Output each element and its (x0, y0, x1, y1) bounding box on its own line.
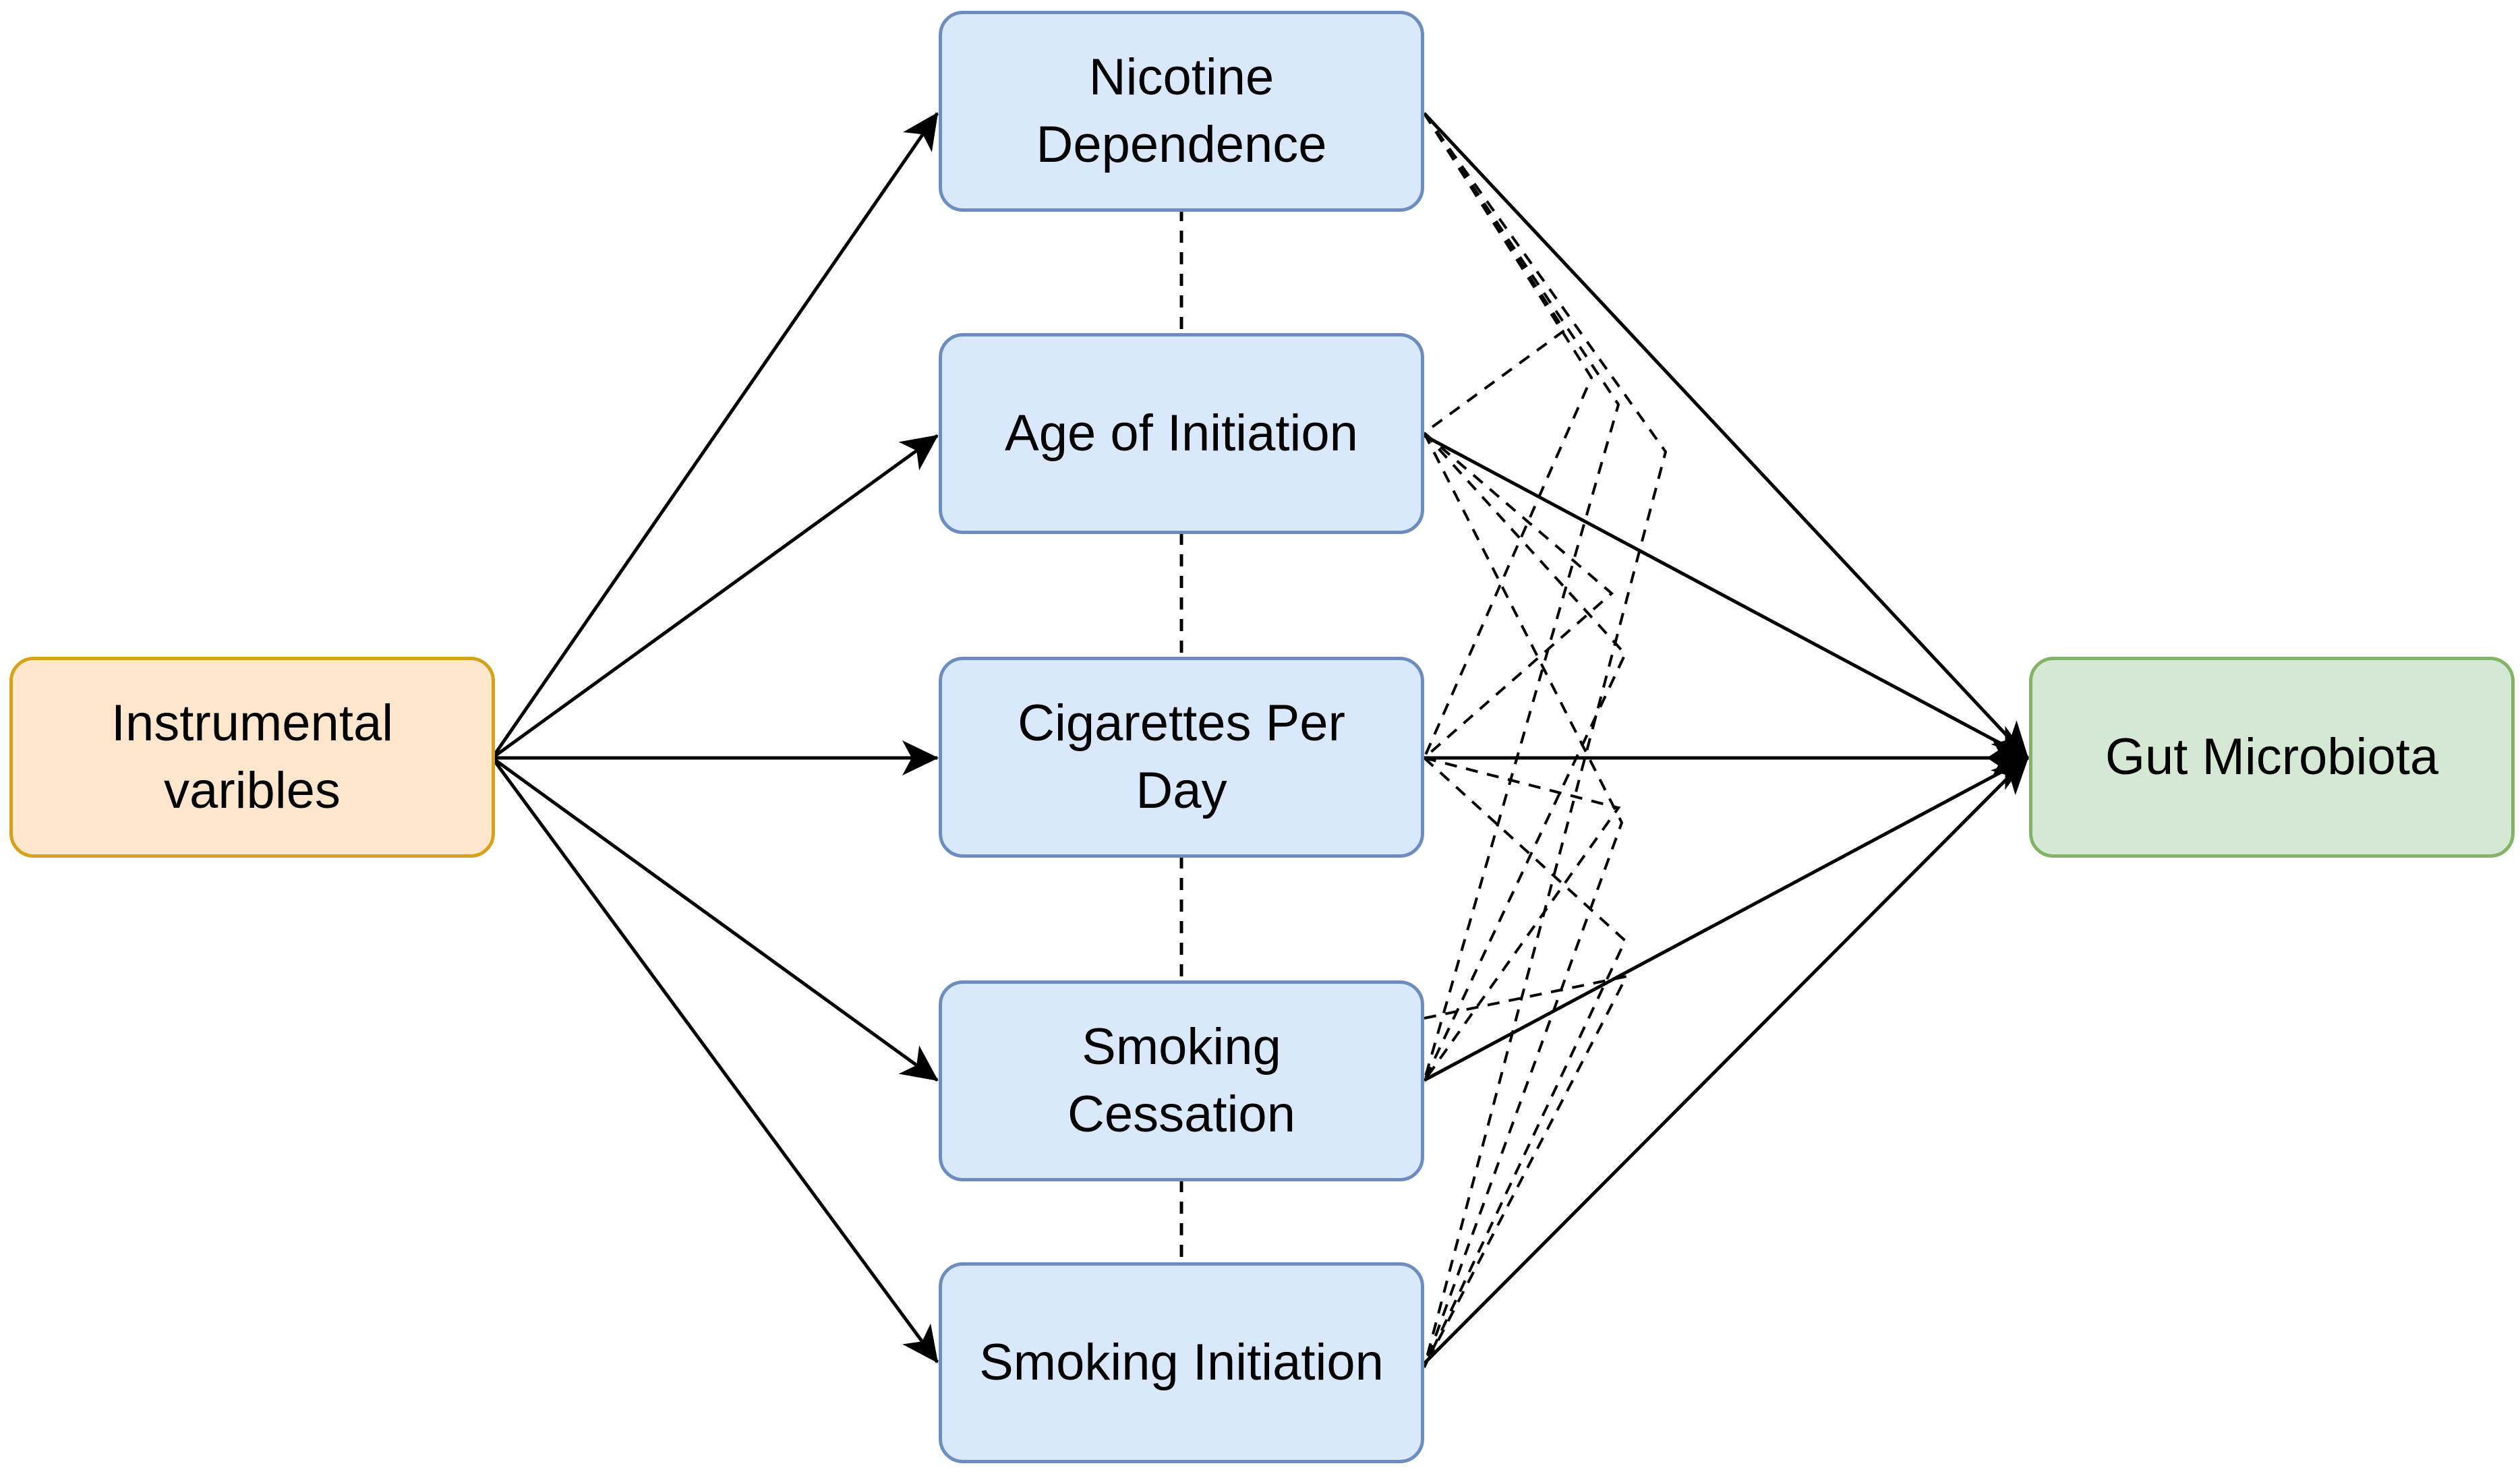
smoking-cessation-node: Smoking Cessation (939, 980, 1424, 1181)
arrow-instrument-cessation (491, 756, 939, 1082)
node-label-line: Day (1136, 762, 1227, 819)
node-label-line: Cigarettes Per (1018, 695, 1345, 752)
arrow-instrument-age (491, 434, 939, 760)
node-label-line: Gut Microbiota (2105, 728, 2439, 786)
node-label-line: varibles (164, 762, 341, 819)
cigarettes-per-day-node: Cigarettes Per Day (939, 657, 1424, 858)
arrow-cessation-outcome (1423, 756, 2029, 1082)
node-label-line: Smoking Initiation (979, 1334, 1384, 1391)
arrow-instrument-initiation (490, 757, 939, 1363)
node-label-line: Cessation (1067, 1086, 1295, 1143)
path-nicotine-initiation (1423, 112, 1668, 1368)
path-cigs-cessation (1423, 757, 1621, 1082)
arrow-age-outcome (1423, 434, 2029, 760)
node-label-line: Instrumental (111, 695, 394, 752)
path-nicotine-cigs (1423, 112, 1593, 759)
arrow-instrument-nicotine (490, 112, 939, 759)
node-label-line: Dependence (1036, 116, 1327, 173)
path-age-initiation (1423, 432, 1624, 1368)
path-age-cigs (1423, 432, 1614, 759)
instrumental-variables-node: Instrumental varibles (9, 657, 495, 858)
node-label-line: Age of Initiation (1005, 405, 1358, 462)
outcome-arrows (1423, 112, 2029, 1365)
path-age-cessation (1423, 432, 1627, 1082)
age-of-initiation-node: Age of Initiation (939, 333, 1424, 534)
nicotine-dependence-node: Nicotine Dependence (939, 11, 1424, 212)
path-nicotine-age (1423, 112, 1566, 434)
arrow-initiation-outcome (1423, 757, 2029, 1365)
gut-microbiota-node: Gut Microbiota (2029, 657, 2515, 858)
arrow-nicotine-outcome (1423, 112, 2029, 759)
path-cigs-initiation (1423, 757, 1627, 1368)
smoking-initiation-node: Smoking Initiation (939, 1262, 1424, 1463)
instrument-arrows (490, 112, 939, 1363)
path-cessation-initiation (1423, 974, 1629, 1368)
node-label-line: Nicotine (1088, 49, 1274, 106)
path-nicotine-cessation (1423, 112, 1620, 1082)
dashed-paths (1423, 112, 1668, 1368)
node-label-line: Smoking (1082, 1018, 1281, 1076)
